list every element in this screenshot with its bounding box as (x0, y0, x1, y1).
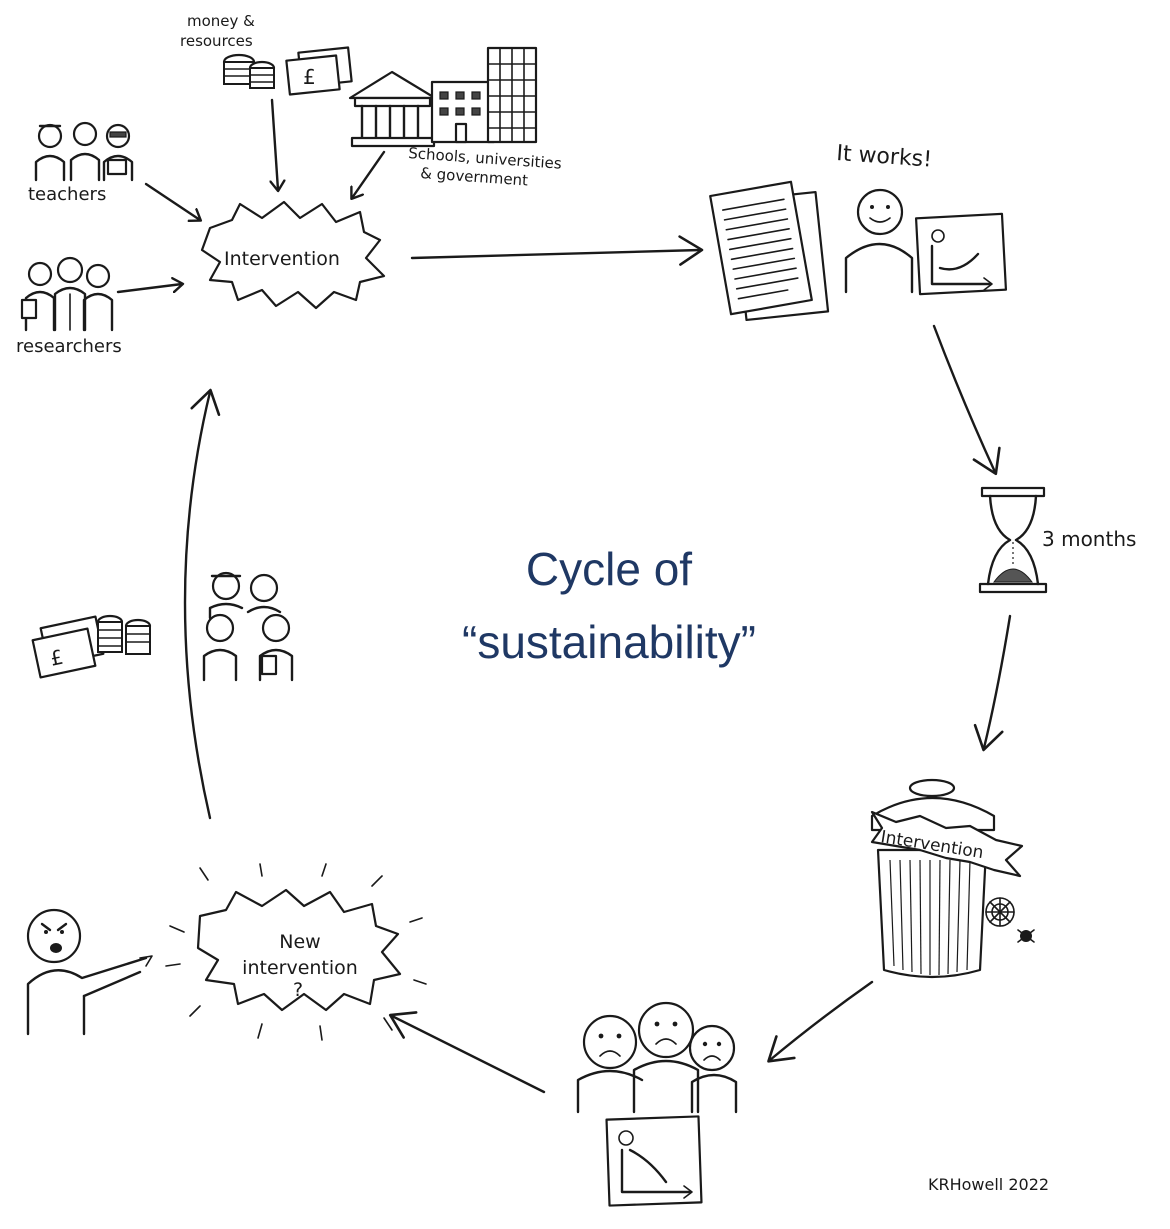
signature: KRHowell 2022 (928, 1175, 1049, 1194)
arrow-schools-to-intervention (352, 150, 386, 198)
diagram-title-line1: Cycle of (526, 543, 692, 595)
rising-chart-icon (914, 212, 1008, 296)
arrow-back-to-intervention (183, 388, 221, 820)
three-months-label: 3 months (1042, 527, 1136, 551)
arrow-researchers-to-intervention (116, 284, 182, 294)
new-intervention-line2: intervention (242, 957, 358, 979)
researchers-figures (20, 256, 114, 332)
arrow-sad-to-new-intervention (388, 1011, 546, 1094)
coin-stack-icon-left (96, 614, 152, 655)
government-building-icon (348, 46, 538, 148)
new-intervention-line1: New (279, 931, 320, 953)
new-intervention-line3: ? (293, 979, 303, 1001)
researchers-label: researchers (16, 336, 122, 357)
intervention-top-label: Intervention (224, 248, 340, 270)
hourglass-icon (978, 486, 1048, 594)
coin-stack-icon (222, 53, 276, 89)
banknote-icon: £ (285, 46, 353, 96)
pointing-person-icon (26, 908, 153, 1036)
teachers-figures (34, 121, 134, 182)
it-works-group: It works! (709, 141, 1008, 322)
document-icon (709, 180, 830, 322)
it-works-label: It works! (836, 141, 933, 173)
diagram-title-line2: “sustainability” (462, 616, 756, 668)
arrow-intervention-to-it-works (410, 235, 704, 266)
money-resources-group: money & resources £ (180, 12, 353, 190)
new-intervention-burst: New intervention ? (165, 863, 427, 1041)
schools-group: Schools, universities & government (348, 46, 562, 198)
arrow-money-to-intervention (272, 98, 278, 190)
sad-people-group (576, 1001, 738, 1114)
banknote-icon-left: £ (31, 615, 105, 679)
arrow-bin-to-sad-people (767, 980, 874, 1063)
left-people-group (202, 571, 294, 682)
trash-bin-icon (870, 778, 996, 979)
intervention-burst: Intervention (200, 200, 386, 310)
pound-sign: £ (303, 65, 316, 89)
spider-web-icon (985, 897, 1035, 943)
resources-label: resources (180, 32, 253, 50)
arrow-hourglass-to-bin (973, 614, 1012, 752)
happy-person-icon (844, 188, 914, 294)
arrow-it-works-to-hourglass (932, 324, 1001, 476)
pound-sign-left: £ (48, 645, 65, 671)
researchers-group: researchers (16, 256, 182, 357)
falling-chart-icon (605, 1115, 703, 1207)
money-label: money & (187, 12, 255, 30)
teachers-label: teachers (28, 184, 106, 205)
teachers-group: teachers (28, 121, 200, 220)
left-money-group: £ (31, 614, 152, 679)
arrow-teachers-to-intervention (144, 182, 200, 220)
